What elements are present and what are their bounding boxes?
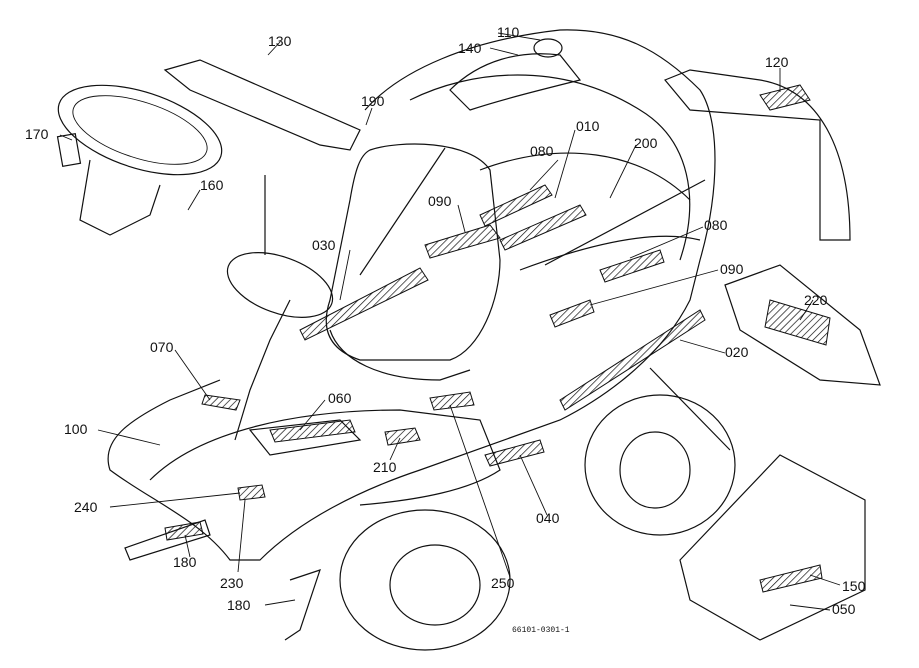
label-020: 020 [725, 344, 749, 360]
decal-040 [484, 439, 545, 467]
decal-210 [384, 427, 421, 446]
leader-lines [59, 32, 841, 611]
steering-wheel-detail [57, 84, 223, 176]
decal-020 [559, 309, 706, 411]
fender-detail [664, 69, 851, 241]
label-170: 170 [25, 126, 49, 142]
decal-220 [764, 299, 831, 346]
front-wheel [339, 509, 511, 651]
label-080-top: 080 [530, 143, 554, 159]
rear-tray-detail [679, 454, 866, 641]
label-220: 220 [804, 292, 828, 308]
label-060: 060 [328, 390, 352, 406]
tractor-drawing [56, 29, 881, 651]
label-090-top: 090 [428, 193, 452, 209]
label-160: 160 [200, 177, 224, 193]
label-100: 100 [64, 421, 88, 437]
decal-230 [237, 484, 266, 501]
label-130: 130 [268, 33, 292, 49]
decal-090-side [549, 299, 595, 328]
label-010: 010 [576, 118, 600, 134]
decal-070 [201, 394, 241, 411]
label-190: 190 [361, 93, 385, 109]
decal-250 [429, 391, 475, 411]
label-050: 050 [832, 601, 856, 617]
decal-060 [269, 419, 356, 443]
label-140: 140 [458, 40, 482, 56]
decal-180-a [164, 521, 204, 541]
label-250: 250 [491, 575, 515, 591]
label-180-b: 180 [227, 597, 251, 613]
label-030: 030 [312, 237, 336, 253]
side-panel-detail [724, 264, 881, 386]
label-080-side: 080 [704, 217, 728, 233]
decal-120 [759, 84, 811, 111]
decal-010 [499, 204, 587, 251]
decal-080 [479, 184, 553, 227]
dash-panel-detail [163, 59, 361, 151]
decal-150 [759, 564, 823, 593]
decal-030 [299, 267, 429, 341]
label-070: 070 [150, 339, 174, 355]
rear-wheel [584, 394, 736, 536]
label-150: 150 [842, 578, 866, 594]
label-180-a: 180 [173, 554, 197, 570]
label-240: 240 [74, 499, 98, 515]
decal-090 [424, 224, 501, 259]
label-230: 230 [220, 575, 244, 591]
label-110: 110 [497, 24, 520, 40]
decal-080-side [599, 249, 665, 283]
part-labels: 130 110 140 190 170 160 010 080 090 030 … [25, 24, 866, 635]
drawing-code: 66101-0301-1 [512, 626, 570, 635]
label-210: 210 [373, 459, 397, 475]
label-200: 200 [634, 135, 658, 151]
label-040: 040 [536, 510, 560, 526]
label-120: 120 [765, 54, 789, 70]
label-090-side: 090 [720, 261, 744, 277]
